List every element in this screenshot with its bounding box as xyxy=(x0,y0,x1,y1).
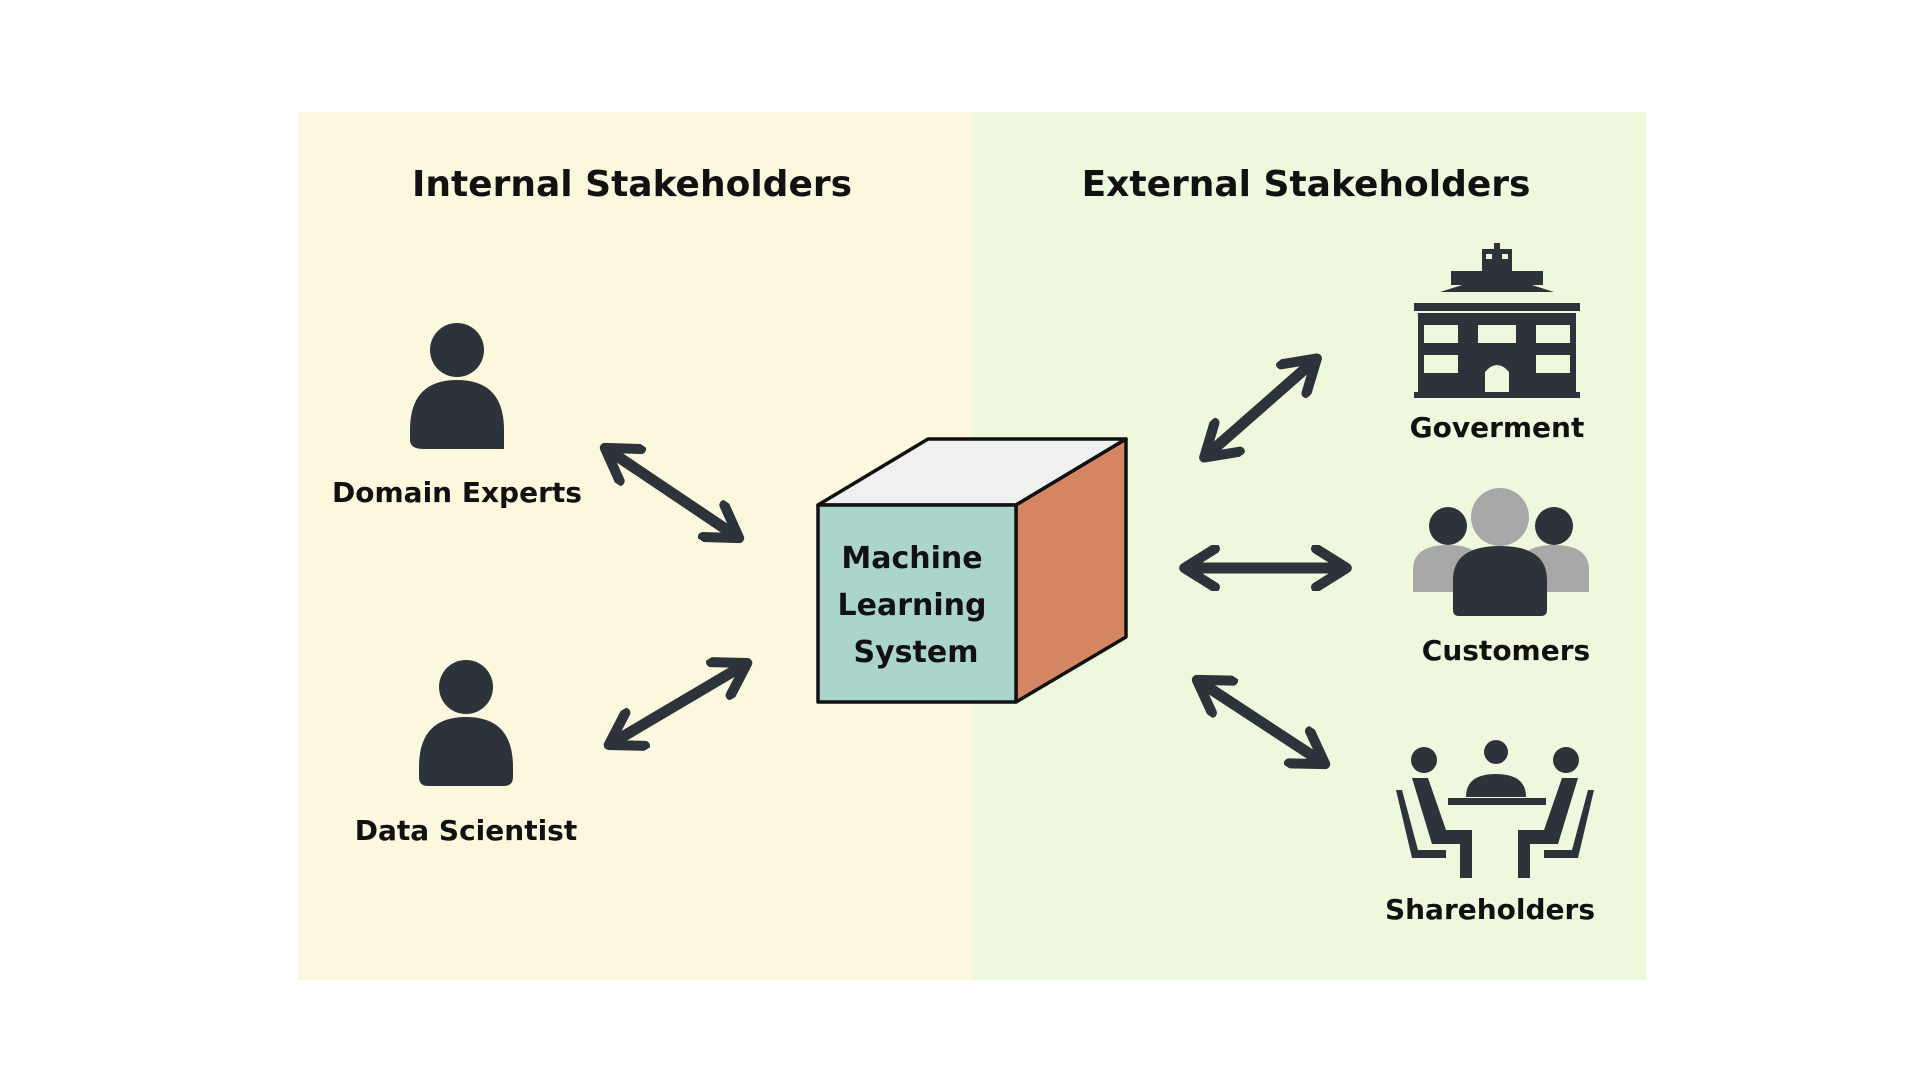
government-label: Goverment xyxy=(1410,411,1585,444)
ml-system-label-line3: System xyxy=(854,635,979,670)
arrow-shareholders xyxy=(1200,682,1322,762)
shareholders-label: Shareholders xyxy=(1385,893,1595,926)
person-icon xyxy=(419,660,513,786)
ml-system-label-line1: Machine xyxy=(841,541,982,576)
domain-experts-label: Domain Experts xyxy=(332,476,582,509)
person-icon xyxy=(410,323,504,449)
ml-system-cube xyxy=(816,437,1128,704)
customers-label: Customers xyxy=(1422,634,1590,667)
customers-group-icon xyxy=(1413,488,1589,616)
shareholders-meeting-icon xyxy=(1396,740,1594,878)
cube-front-face xyxy=(816,503,1018,704)
government-building-icon xyxy=(1414,243,1580,398)
external-title: External Stakeholders xyxy=(1082,164,1531,205)
arrow-domain-experts xyxy=(608,450,736,536)
ml-system-label-line2: Learning xyxy=(838,588,987,623)
data-scientist-label: Data Scientist xyxy=(355,814,577,847)
arrow-data-scientist xyxy=(612,665,744,743)
arrow-government xyxy=(1207,361,1314,455)
internal-title: Internal Stakeholders xyxy=(412,164,852,205)
